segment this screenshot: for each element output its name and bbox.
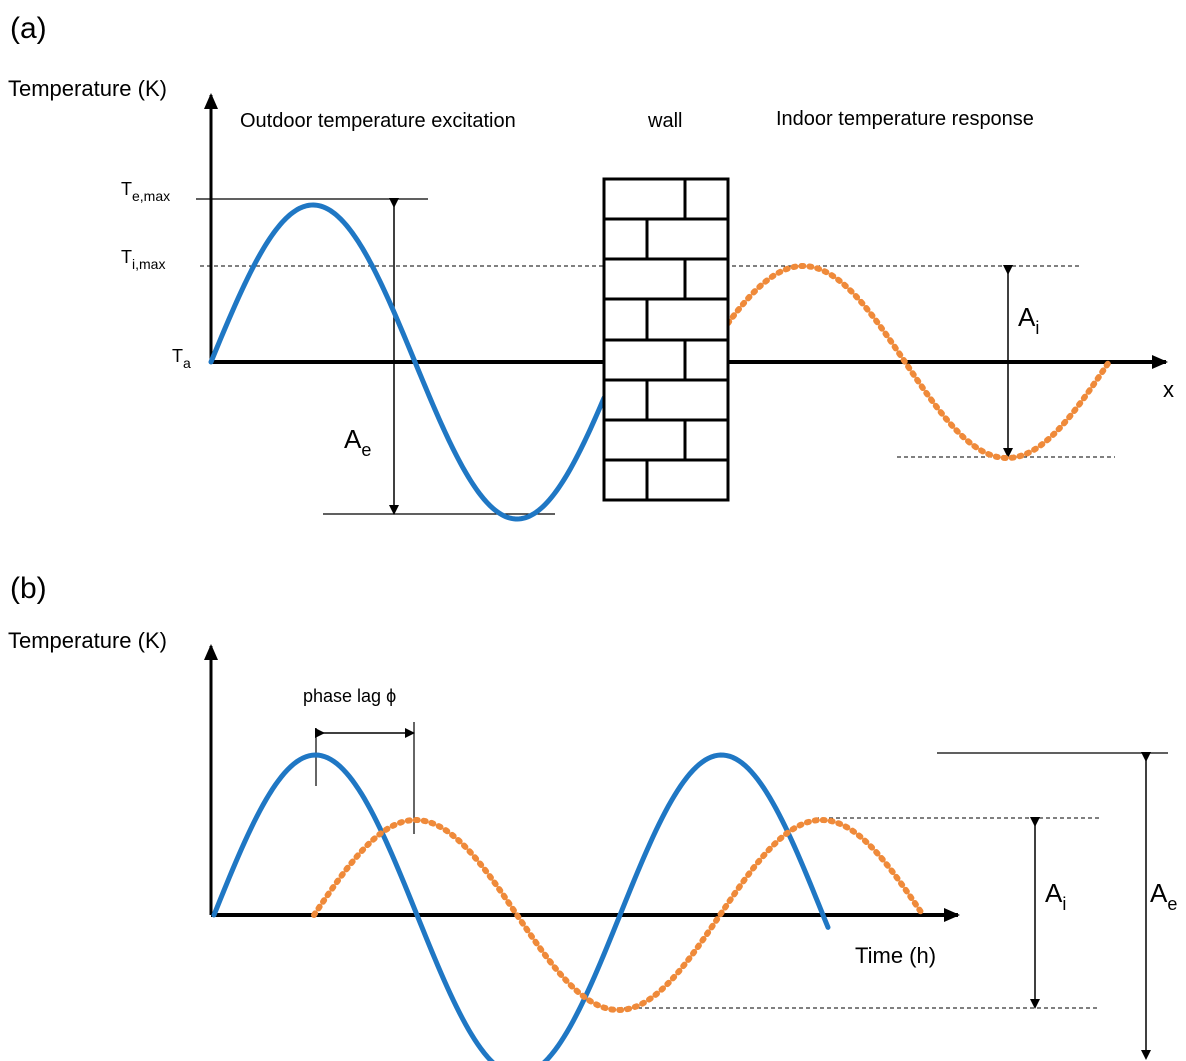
b-indoor-temperature-curve — [311, 816, 925, 1014]
ta-label: Ta — [172, 346, 191, 371]
panel-a: (a) Temperature (K) x Outdoor temperatur… — [8, 12, 1174, 522]
outdoor-temperature-curve — [208, 202, 607, 522]
b-ae-label: Ae — [1150, 878, 1177, 914]
brick-wall — [602, 177, 730, 502]
ai-label: Ai — [1018, 302, 1039, 338]
panel-a-y-axis-label: Temperature (K) — [8, 76, 167, 101]
panel-b-label: (b) — [10, 572, 47, 605]
panel-b-x-axis-label: Time (h) — [855, 943, 936, 968]
indoor-label: Indoor temperature response — [776, 108, 1034, 130]
panel-b: (b) Temperature (K) Time (h) phase lag ϕ… — [8, 572, 1177, 1061]
phase-lag-label: phase lag ϕ — [303, 686, 396, 706]
outdoor-label: Outdoor temperature excitation — [240, 110, 516, 132]
b-outdoor-temperature-curve — [211, 752, 831, 1061]
panel-a-x-axis-label: x — [1163, 377, 1174, 402]
te-max-label: Te,max — [121, 179, 170, 204]
indoor-temperature-curve — [725, 262, 1114, 462]
ti-max-label: Ti,max — [121, 247, 165, 272]
wall-label: wall — [647, 110, 682, 132]
panel-b-y-axis-label: Temperature (K) — [8, 628, 167, 653]
panel-a-label: (a) — [10, 12, 47, 45]
ae-label: Ae — [344, 424, 371, 460]
b-ai-label: Ai — [1045, 878, 1066, 914]
